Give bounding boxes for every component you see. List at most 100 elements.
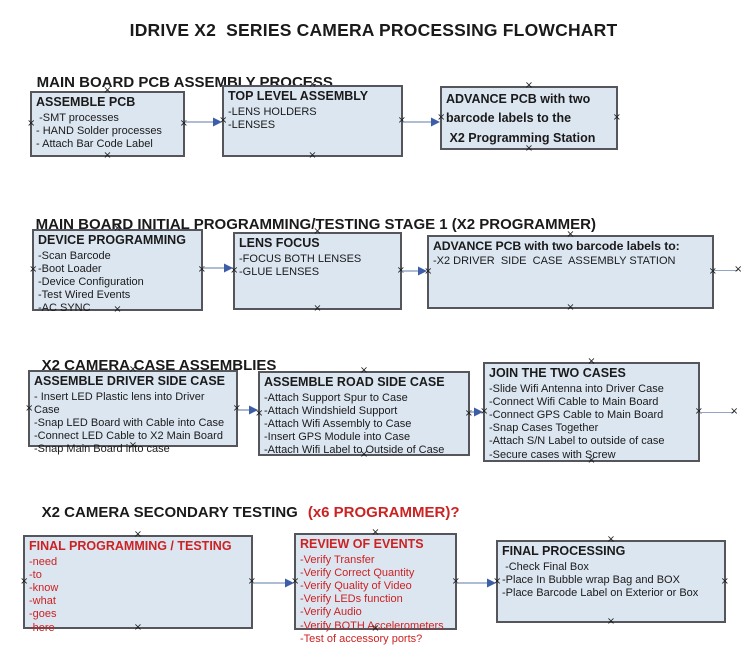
box-top-level-assembly: TOP LEVEL ASSEMBLY -LENS HOLDERS-LENSES … (219, 80, 406, 161)
box-item: -X2 DRIVER SIDE CASE ASSEMBLY STATION (433, 255, 676, 268)
connector-handle-icon: × (308, 79, 317, 90)
section-header-initial-programming: MAIN BOARD INITIAL PROGRAMMING/TESTING S… (19, 199, 596, 250)
box-item: -Insert GPS Module into Case (264, 431, 411, 444)
box-item: -Place Barcode Label on Exterior or Box (502, 587, 699, 599)
box-item: -LENSES (228, 118, 276, 131)
box-item: -Place In Bubble wrap Bag and BOX (502, 573, 680, 586)
box-items: -Scan Barcode-Boot Loader-Device Configu… (38, 250, 197, 316)
connector-handle-icon: × (133, 529, 143, 540)
section-header-red-suffix: (x6 PROGRAMMER)? (307, 504, 460, 521)
connector-stub-line (700, 412, 734, 413)
connector-handle-icon: × (720, 575, 729, 587)
connector-handle-icon: × (359, 449, 369, 460)
box-item: -Snap Cases Together (489, 422, 599, 435)
box-review-of-events: REVIEW OF EVENTS -Verify Transfer-Verify… (291, 528, 460, 645)
flow-arrow-icon (253, 577, 294, 589)
box-item: -Attach S/N Label to outside of case (489, 435, 665, 448)
box-item: -Attach Wifi Assembly to Case (264, 418, 412, 430)
connector-handle-icon: × (464, 407, 473, 419)
box-items: - Insert LED Plastic lens into Driver Ca… (34, 391, 232, 457)
connector-handle-icon: × (566, 229, 575, 240)
connector-handle-icon: × (371, 623, 380, 634)
box-item: -Verify Correct Quantity (300, 566, 415, 579)
box-item: -goes (29, 608, 57, 621)
connector-handle-icon: × (359, 365, 369, 376)
box-item: -Verify LEDs function (300, 593, 403, 606)
connector-stub-line (714, 270, 738, 271)
box-title: ASSEMBLE ROAD SIDE CASE (264, 375, 445, 389)
box-items: -need-to-know-what-goes-here (29, 556, 247, 635)
flow-arrow-icon (402, 265, 427, 277)
box-title: TOP LEVEL ASSEMBLY (228, 89, 369, 103)
flow-arrow-icon (457, 577, 496, 589)
connector-handle-icon: × (113, 223, 122, 234)
box-assemble-pcb: ASSEMBLE PCB -SMT processes- HAND Solder… (27, 86, 188, 161)
box-item: -Snap LED Board with Cable into Case (34, 417, 225, 429)
box-item: -Snap Main Board into case (34, 443, 170, 456)
box-item: -GLUE LENSES (239, 265, 320, 278)
connector-handle-icon: × (247, 576, 256, 587)
connector-handle-icon: × (113, 304, 122, 315)
box-item: -Attach Wifi Label to Outside of Case (264, 444, 445, 457)
box-advance-pcb-to-programming-station: ADVANCE PCB with two barcode labels to t… (437, 81, 621, 154)
flow-arrow-icon (203, 262, 233, 274)
box-item: -Attach Windshield Support (264, 404, 398, 417)
connector-handle-icon: × (424, 266, 433, 277)
connector-handle-icon: × (197, 264, 206, 275)
connector-handle-icon: × (730, 406, 739, 417)
box-title: ADVANCE PCB with two barcode labels to: (433, 239, 680, 253)
box-final-programming-testing: FINAL PROGRAMMING / TESTING -need-to-kno… (20, 530, 256, 634)
connector-handle-icon: × (694, 406, 703, 417)
box-item: -Verify Quality of Video (300, 580, 412, 592)
box-title: JOIN THE TWO CASES (489, 366, 626, 380)
connector-handle-icon: × (480, 406, 489, 417)
connector-handle-icon: × (179, 118, 188, 129)
box-title: DEVICE PROGRAMMING (38, 233, 186, 247)
box-items: -X2 DRIVER SIDE CASE ASSEMBLY STATION (433, 255, 708, 268)
box-title: ASSEMBLE PCB (36, 95, 136, 109)
connector-handle-icon: × (708, 266, 717, 277)
section-header-secondary-testing: X2 CAMERA SECONDARY TESTING(x6 PROGRAMME… (25, 487, 460, 538)
box-item: -Connect Wifi Cable to Main Board (489, 395, 659, 408)
box-item: -what (29, 595, 56, 608)
connector-handle-icon: × (451, 575, 460, 587)
box-items: -Verify Transfer-Verify Correct Quantity… (300, 554, 451, 646)
connector-handle-icon: × (396, 265, 405, 276)
box-item: -Connect GPS Cable to Main Board (489, 409, 664, 421)
box-item: -to (29, 568, 42, 581)
connector-handle-icon: × (29, 264, 38, 275)
box-title: ASSEMBLE DRIVER SIDE CASE (34, 374, 226, 388)
box-item: -Check Final Box (502, 560, 589, 573)
box-item: - Attach Bar Code Label (36, 138, 153, 150)
connector-handle-icon: × (103, 85, 112, 96)
box-item: -AC SYNC (38, 302, 91, 315)
box-item: - HAND Solder processes (36, 124, 162, 137)
connector-handle-icon: × (612, 112, 621, 123)
connector-handle-icon: × (27, 118, 36, 129)
connector-handle-icon: × (25, 402, 34, 414)
box-items: -FOCUS BOTH LENSES-GLUE LENSES (239, 253, 396, 279)
connector-handle-icon: × (566, 302, 575, 313)
box-assemble-driver-side-case: ASSEMBLE DRIVER SIDE CASE - Insert LED P… (25, 365, 241, 456)
connector-handle-icon: × (313, 226, 322, 237)
box-item: -Attach Support Spur to Case (264, 391, 408, 404)
connector-handle-icon: × (606, 616, 616, 627)
connector-handle-icon: × (437, 112, 446, 123)
box-item: -Verify Transfer (300, 553, 375, 566)
flowchart-title: IDRIVE X2 SERIES CAMERA PROCESSING FLOWC… (129, 20, 618, 40)
box-title: FINAL PROCESSING (502, 544, 626, 558)
section-header-case-assemblies: X2 CAMERA CASE ASSEMBLIES (25, 340, 277, 391)
connector-handle-icon: × (587, 356, 596, 367)
box-item: -Test of accessory ports? (300, 632, 423, 645)
box-item: -Connect LED Cable to X2 Main Board (34, 430, 223, 443)
box-item: -Boot Loader (38, 262, 102, 275)
box-item: -Slide Wifi Antenna into Driver Case (489, 382, 664, 395)
box-item: -know (29, 582, 59, 594)
box-item: -here (29, 621, 55, 634)
box-lens-focus: LENS FOCUS -FOCUS BOTH LENSES-GLUE LENSE… (230, 227, 405, 314)
box-item: -Device Configuration (38, 276, 144, 288)
box-item: -LENS HOLDERS (228, 105, 317, 118)
connector-handle-icon: × (103, 150, 112, 161)
connector-handle-icon: × (255, 407, 264, 419)
box-items: -Check Final Box-Place In Bubble wrap Ba… (502, 561, 720, 601)
